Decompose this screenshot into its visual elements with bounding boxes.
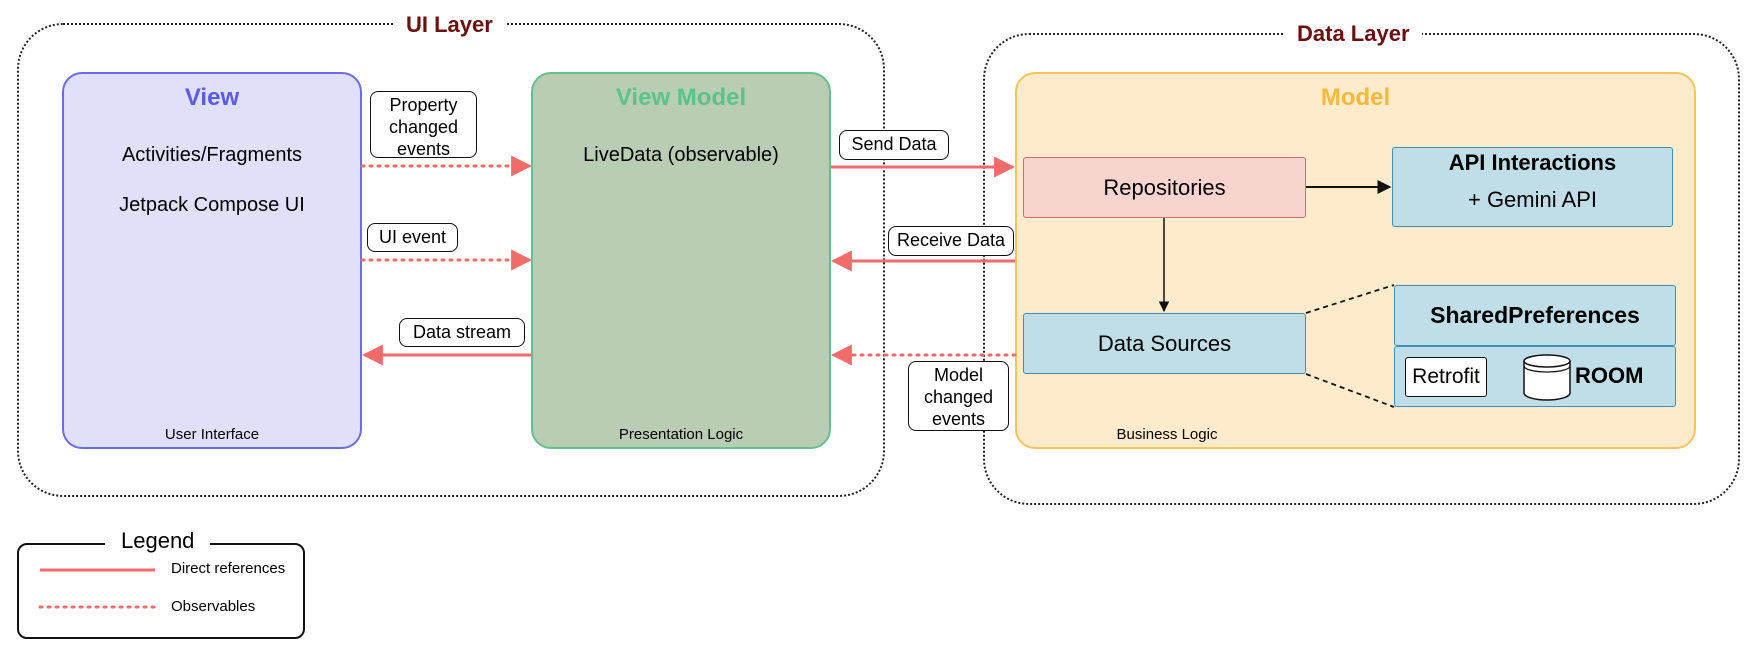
view-model-livedata-text: LiveData (observable) (583, 144, 779, 166)
storage-box: Retrofit ROOM (1394, 346, 1676, 407)
model-footer: Business Logic (1116, 426, 1218, 443)
view-model-footer: Presentation Logic (618, 426, 744, 443)
database-icon (1523, 354, 1571, 401)
view-model-title: View Model (615, 84, 747, 111)
receive-data-label: Receive Data (888, 226, 1014, 256)
send-data-label: Send Data (839, 130, 949, 160)
view-model-panel: View Model LiveData (observable) Present… (531, 72, 831, 449)
view-footer: User Interface (164, 426, 260, 443)
ui-event-label: UI event (367, 223, 458, 252)
view-title: View (184, 84, 240, 111)
legend-title: Legend (105, 528, 211, 554)
model-title: Model (1320, 84, 1391, 111)
data-stream-label: Data stream (399, 318, 525, 347)
legend-box (17, 543, 305, 639)
api-interactions-title: API Interactions (1448, 150, 1617, 175)
view-compose-text: Jetpack Compose UI (119, 194, 305, 216)
view-activities-text: Activities/Fragments (121, 144, 303, 166)
view-panel: View Activities/Fragments Jetpack Compos… (62, 72, 362, 449)
room-label: ROOM (1575, 363, 1644, 388)
legend-observables-text: Observables (171, 598, 256, 615)
model-changed-label: Model changed events (908, 361, 1009, 431)
property-changed-label: Property changed events (370, 91, 477, 159)
shared-preferences-box: SharedPreferences (1394, 285, 1676, 346)
repositories-box: Repositories (1023, 157, 1306, 218)
gemini-api-text: + Gemini API (1467, 187, 1597, 212)
data-layer-title: Data Layer (1285, 21, 1422, 47)
retrofit-box: Retrofit (1405, 357, 1487, 397)
data-sources-box: Data Sources (1023, 313, 1306, 374)
legend-direct-text: Direct references (171, 560, 286, 577)
api-interactions-box: API Interactions + Gemini API (1392, 147, 1673, 227)
ui-layer-title: UI Layer (394, 12, 505, 38)
